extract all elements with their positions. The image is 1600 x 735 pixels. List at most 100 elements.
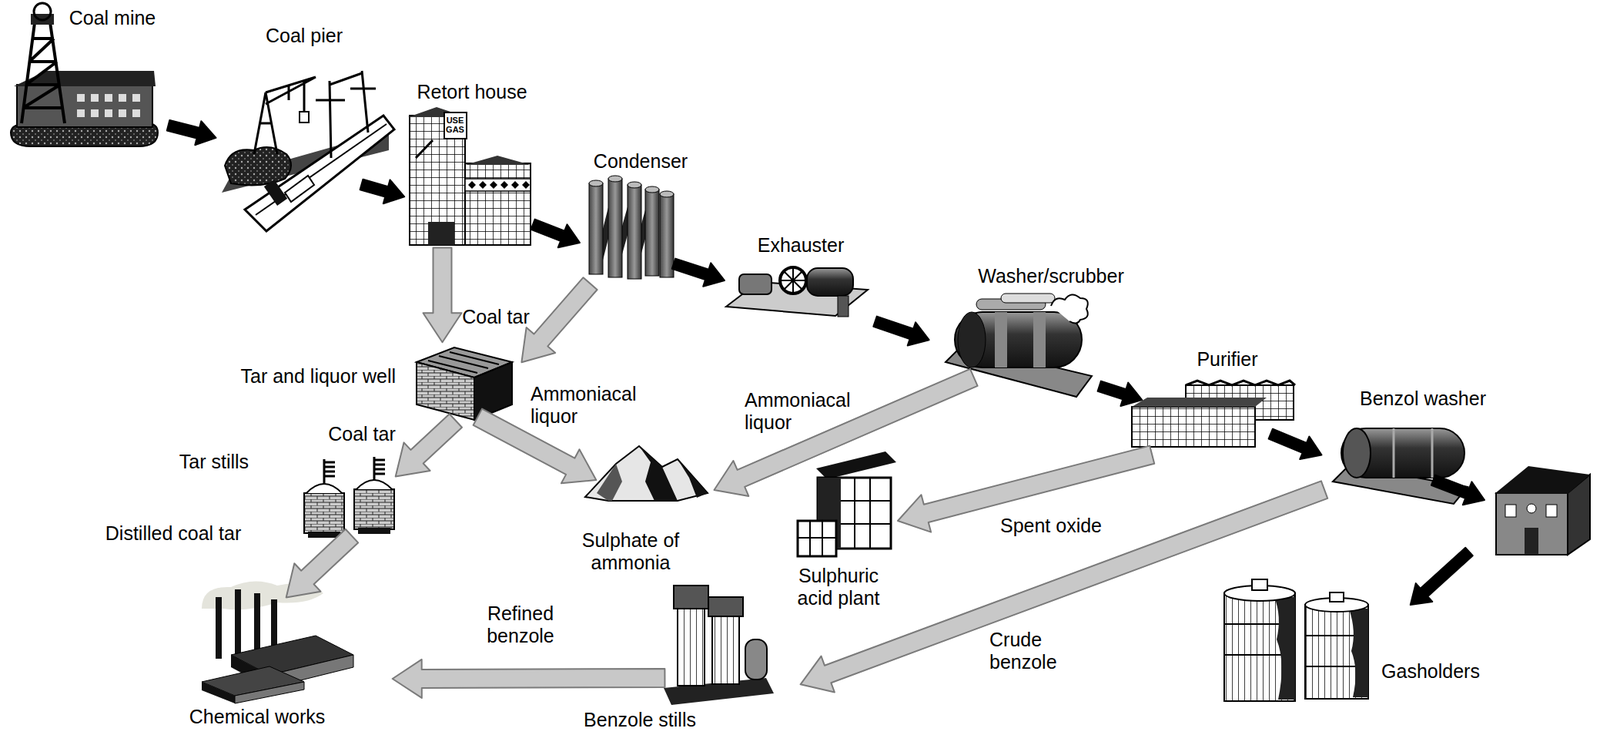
house-drawing-part: [1546, 504, 1557, 517]
flow-arrow: [395, 413, 462, 476]
coal-mine-drawing-part-part: [76, 109, 85, 118]
tar-stills-drawing-part: [354, 488, 395, 529]
arrow-shape: [672, 258, 725, 287]
condenser-drawing-part: [627, 181, 642, 188]
icon-area: [1130, 379, 1298, 449]
flow-label: Coal tar: [328, 422, 396, 446]
station-label: Coal mine: [69, 6, 157, 30]
coal-mine-drawing-part-part: [76, 93, 85, 102]
station-label: Coal pier: [265, 24, 343, 47]
benzol-washer-drawing: [1332, 428, 1468, 504]
coal-mine-drawing-part: [33, 3, 51, 21]
retort-house-drawing-part: [415, 140, 433, 158]
sulphate-pile-drawing-part: [677, 458, 708, 498]
exhauster-drawing-part: [739, 274, 772, 295]
station-label: Tar stills: [179, 450, 249, 473]
flow-arrow: [873, 316, 929, 346]
flow-label: Ammoniacal liquor: [530, 382, 647, 428]
station-label: Chemical works: [189, 705, 325, 728]
flow-arrow: [800, 480, 1329, 692]
sulphate-pile-drawing: [585, 445, 708, 501]
flow-arrow: [423, 247, 462, 343]
exhauster-drawing-part: [779, 267, 807, 294]
washer-scrubber-drawing-part: [1033, 311, 1046, 368]
chemical-works-drawing-part: [234, 589, 242, 659]
process-station: Benzole stills: [582, 579, 776, 732]
process-station: Benzol washer: [1331, 385, 1488, 506]
retort-house-drawing-part: [465, 163, 531, 245]
station-label: Benzol washer: [1359, 387, 1487, 410]
icon-area: [661, 579, 776, 707]
process-station: Sulphate of ammonia: [571, 443, 710, 576]
arrow-shape: [360, 179, 406, 204]
sulphate-pile-drawing-part: [585, 445, 708, 501]
condenser-drawing-part: [627, 184, 642, 279]
chemical-works-drawing-part: [201, 681, 235, 703]
process-station: Chemical works: [187, 576, 355, 729]
retort-house-drawing-part: [468, 180, 530, 189]
retort-house-drawing-part-part: [522, 180, 530, 189]
washer-scrubber-drawing-part: [1000, 293, 1055, 303]
retort-house-drawing-part-part: [468, 180, 476, 189]
flow-label: Coal tar: [461, 305, 530, 329]
purifier-drawing-part: [1185, 380, 1296, 385]
process-station: Exhauster: [724, 232, 870, 318]
process-station: Gasholders: [1218, 565, 1482, 704]
coal-mine-drawing-part: [76, 93, 141, 118]
purifier-drawing-part: [1131, 397, 1267, 407]
sulphuric-acid-plant-drawing-part: [840, 477, 891, 549]
icon-area: [583, 443, 710, 503]
station-label: Sulphuric acid plant: [788, 564, 889, 610]
flow-label: Refined benzole: [470, 602, 571, 647]
tar-stills-drawing: [304, 456, 395, 538]
house-drawing-part: [1505, 504, 1517, 517]
sulphate-pile-drawing-part: [639, 445, 678, 501]
coal-pier-drawing-part: [299, 111, 309, 123]
retort-house-drawing-part: [444, 112, 467, 139]
sulphate-pile-drawing-part: [596, 463, 623, 501]
process-station: Coal pier: [219, 23, 393, 230]
flow-arrow: [672, 258, 725, 287]
flow-label: Spent oxide: [1000, 514, 1102, 537]
tar-well-drawing: [416, 347, 513, 420]
condenser-drawing-part: [645, 189, 660, 276]
benzole-stills-drawing-part: [708, 596, 744, 616]
icon-area: [586, 175, 674, 281]
process-station: Purifier: [1130, 346, 1298, 449]
process-station: Sulphuric acid plant: [786, 448, 898, 611]
condenser-drawing-part: [659, 194, 674, 278]
coal-mine-drawing-part-part: [132, 93, 141, 102]
coal-pier-drawing-part: [254, 76, 316, 154]
arrow-shape: [395, 413, 462, 476]
icon-area: [219, 56, 393, 230]
retort-house-drawing-part: [465, 178, 531, 191]
tar-stills-drawing-part: [358, 527, 391, 534]
flow-arrow: [360, 179, 406, 204]
benzole-stills-drawing-part: [712, 615, 740, 684]
retort-house-drawing-part-part: [478, 180, 487, 189]
sulphuric-acid-plant-drawing-part: [816, 451, 897, 479]
tar-stills-drawing-part: [304, 492, 345, 533]
chemical-works-drawing-part: [215, 596, 222, 659]
benzol-washer-drawing-part: [1341, 428, 1465, 478]
house-drawing-part: [1526, 503, 1537, 513]
retort-house-drawing-part-part: [511, 180, 519, 189]
coal-pier-drawing: [221, 70, 395, 231]
arrow-shape: [1410, 547, 1473, 605]
condenser-drawing-part: [659, 190, 674, 198]
coal-mine-drawing-part-part: [104, 109, 113, 118]
station-label: Washer/scrubber: [977, 264, 1124, 288]
tar-stills-drawing-part: [306, 483, 342, 493]
benzole-stills-drawing-part: [745, 639, 767, 680]
icon-area: [1331, 418, 1470, 506]
flow-arrow: [521, 277, 597, 362]
coal-mine-drawing-part: [16, 84, 153, 128]
tar-well-drawing-part: [416, 361, 475, 420]
station-label: Sulphate of ammonia: [572, 528, 689, 574]
retort-house-drawing-part-part: [489, 180, 498, 189]
gasholders-drawing-part: [1251, 579, 1268, 590]
arrow-shape: [714, 368, 978, 496]
